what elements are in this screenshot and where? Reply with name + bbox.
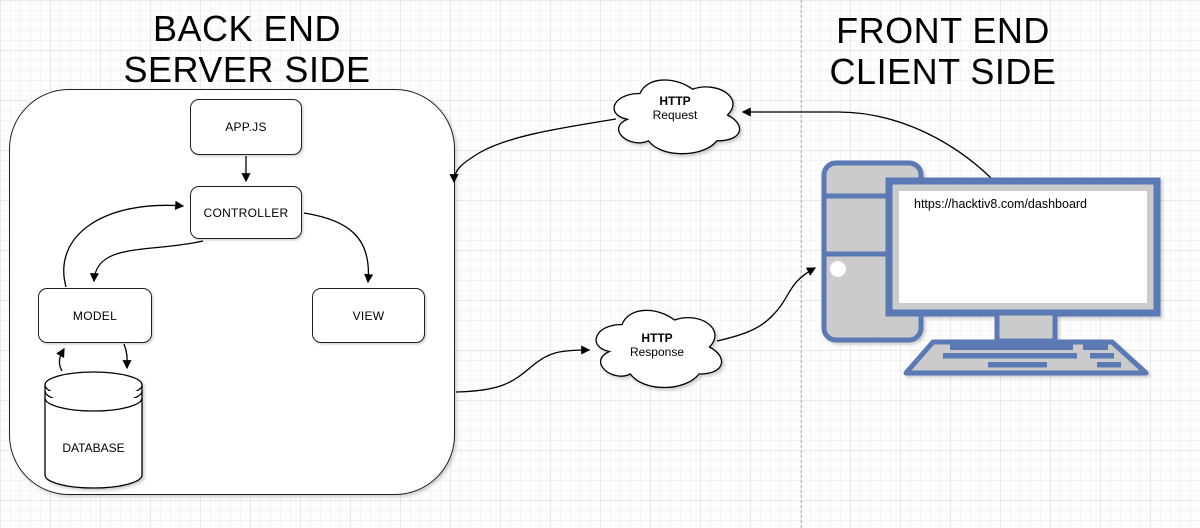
- node-model: MODEL: [38, 288, 152, 343]
- frontend-title-line1: FRONT END: [836, 10, 1050, 51]
- http-request-cloud-label: HTTP Request: [605, 94, 745, 122]
- keyboard: [903, 339, 1149, 376]
- http-response-subtitle: Response: [629, 345, 685, 359]
- keyboard-key-row: [950, 344, 1073, 350]
- edge-controller-to-model: [89, 240, 204, 283]
- http-request-title: HTTP: [659, 94, 691, 108]
- client-computer: [821, 160, 1161, 376]
- http-request-cloud: [613, 79, 741, 155]
- database-cylinder: [44, 371, 143, 489]
- edge-model-to-database: [122, 343, 132, 370]
- http-request-subtitle: Request: [652, 108, 698, 122]
- edge-backend-to-response-cloud: [455, 345, 591, 393]
- http-response-title: HTTP: [641, 331, 673, 345]
- node-controller: CONTROLLER: [190, 186, 302, 239]
- edge-controller-to-view: [303, 212, 374, 284]
- browser-url-text: https://hacktiv8.com/dashboard: [914, 197, 1088, 211]
- keyboard-key: [1090, 353, 1114, 359]
- node-view: VIEW: [312, 288, 425, 343]
- section-divider-line: [801, 0, 802, 528]
- frontend-title: FRONT END CLIENT SIDE: [743, 10, 1143, 92]
- keyboard-key: [1097, 362, 1121, 368]
- keyboard-key: [1083, 344, 1108, 350]
- frontend-title-line2: CLIENT SIDE: [829, 51, 1057, 92]
- keyboard-key-row: [943, 353, 1077, 359]
- backend-title: BACK END SERVER SIDE: [47, 8, 447, 90]
- http-response-cloud: [595, 309, 723, 389]
- edge-request-cloud-to-backend: [449, 118, 617, 184]
- power-button: [830, 261, 846, 277]
- database-label: DATABASE: [62, 441, 125, 455]
- monitor-screen: [899, 191, 1147, 303]
- edge-response-cloud-to-pc: [716, 267, 817, 342]
- node-appjs: APP.JS: [190, 99, 302, 155]
- http-response-cloud-label: HTTP Response: [587, 331, 727, 359]
- monitor-stand: [994, 310, 1058, 344]
- connectors: [56, 107, 992, 393]
- monitor: [885, 177, 1161, 317]
- keyboard-key-row: [988, 362, 1047, 368]
- backend-title-line2: SERVER SIDE: [123, 49, 371, 90]
- backend-title-line1: BACK END: [152, 8, 342, 49]
- edge-pc-to-request-cloud: [741, 107, 992, 179]
- edge-model-to-controller: [63, 200, 185, 288]
- edge-database-to-model: [56, 347, 65, 372]
